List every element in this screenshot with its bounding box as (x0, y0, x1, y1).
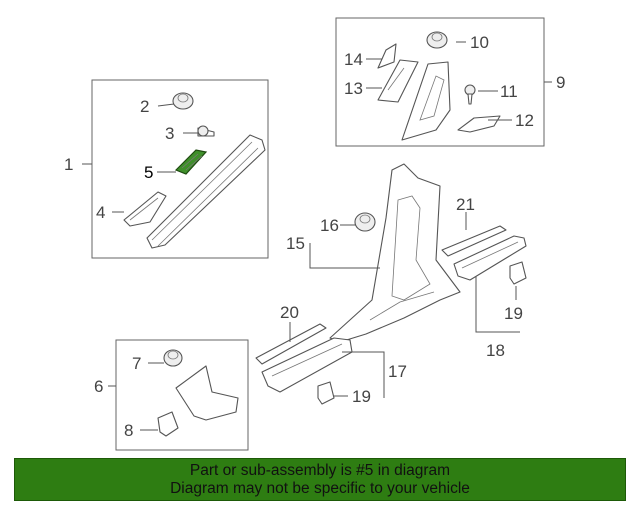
trim-13 (377, 59, 419, 103)
cover-14 (377, 43, 397, 69)
callout-13: 13 (344, 79, 363, 98)
scuff-plate-18 (453, 235, 527, 281)
callout-21: 21 (456, 195, 475, 214)
clip-7 (163, 349, 183, 367)
callout-9: 9 (556, 73, 565, 92)
sill-strip-21 (441, 225, 507, 257)
callout-7: 7 (132, 354, 141, 373)
callout-20: 20 (280, 303, 299, 322)
callout-18: 18 (486, 341, 505, 360)
callout-11: 11 (500, 82, 518, 101)
clip-19-right (509, 261, 527, 285)
clip-8 (157, 411, 179, 437)
callout-5: 5 (144, 163, 153, 182)
callout-14: 14 (344, 50, 363, 69)
kick-panel-trim (175, 365, 239, 421)
callout-10: 10 (470, 33, 489, 52)
banner-line-1: Part or sub-assembly is #5 in diagram (189, 462, 451, 479)
sill-strip-20 (255, 323, 327, 365)
callout-19-lower: 19 (352, 387, 371, 406)
callout-4: 4 (96, 203, 105, 222)
callout-17: 17 (388, 362, 407, 381)
callout-12: 12 (515, 111, 534, 130)
clip-16 (354, 212, 376, 232)
b-pillar-upper-trim (401, 61, 451, 141)
scuff-plate-17 (261, 337, 353, 393)
a-pillar-trim (146, 134, 266, 249)
callout-15: 15 (286, 234, 305, 253)
callout-3: 3 (165, 124, 174, 143)
banner-line-2: Diagram may not be specific to your vehi… (170, 480, 470, 497)
leader-lines (82, 41, 552, 431)
callout-1: 1 (64, 155, 73, 174)
clip-10 (426, 31, 448, 49)
callout-6: 6 (94, 377, 103, 396)
clip-2 (172, 92, 194, 110)
parts-diagram: 1 2 3 4 5 6 7 8 9 10 11 12 13 14 15 16 1… (64, 17, 565, 451)
callout-8: 8 (124, 421, 133, 440)
part-5-highlighted (174, 149, 208, 175)
info-banner: Part or sub-assembly is #5 in diagram Di… (14, 458, 626, 501)
callout-19-right: 19 (504, 304, 523, 323)
callout-2: 2 (140, 97, 149, 116)
callout-16: 16 (320, 216, 339, 235)
clip-19-lower (317, 381, 335, 405)
bracket-4 (123, 191, 167, 227)
screw-11 (464, 84, 476, 105)
b-pillar-lower-trim (329, 163, 461, 343)
